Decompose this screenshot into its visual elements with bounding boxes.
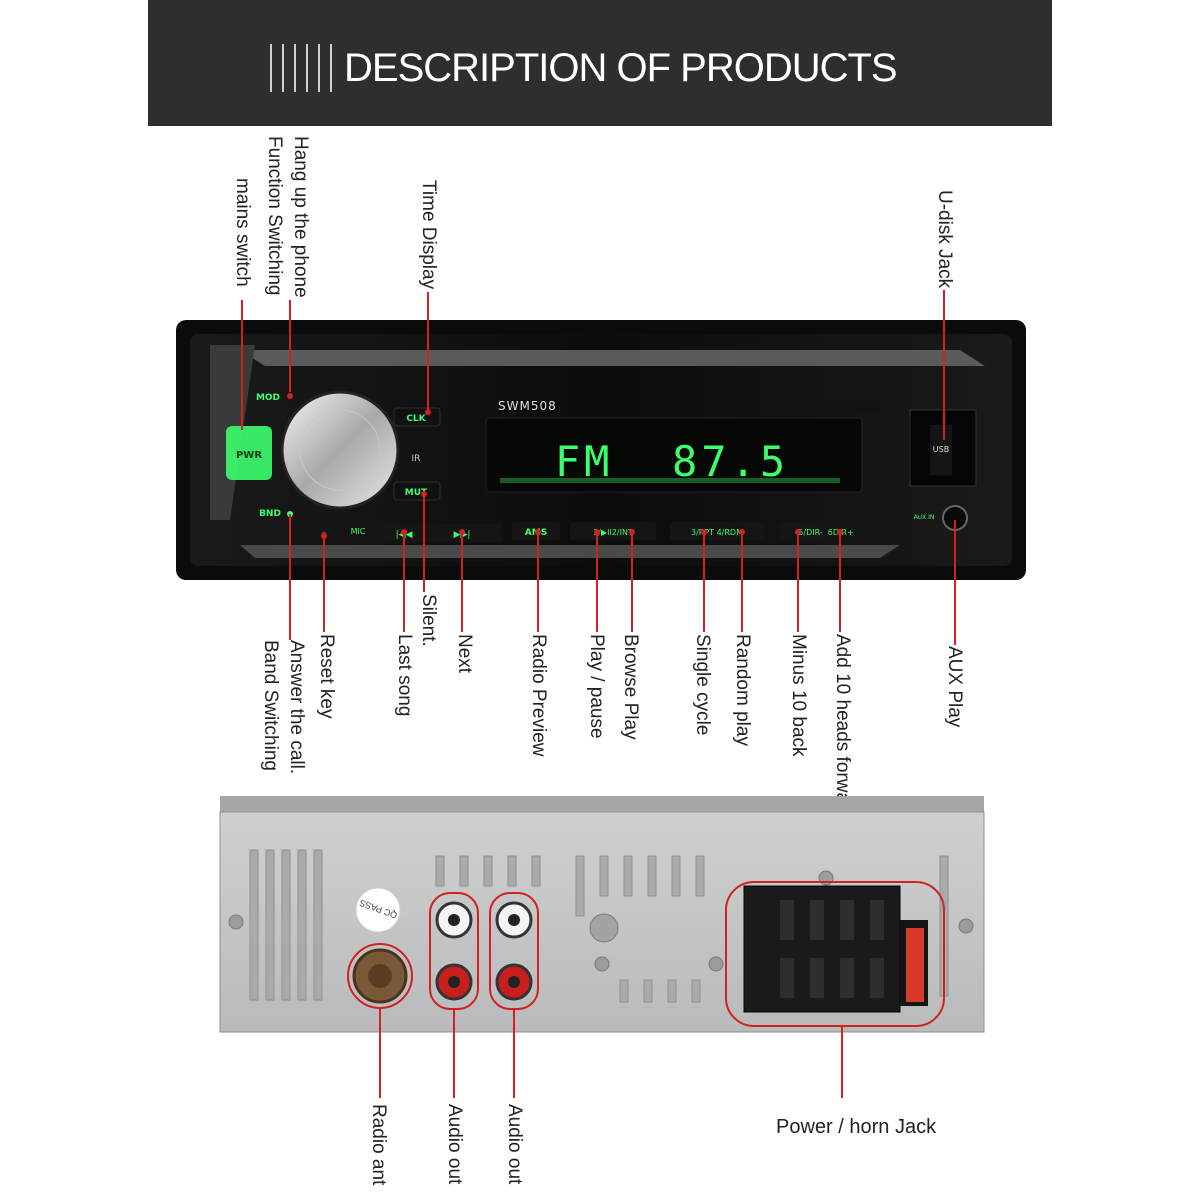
display-readout: FM 87.5 — [555, 437, 789, 486]
label-last-song: Last song — [394, 634, 415, 717]
label-band-switching: Band Switching — [260, 640, 281, 771]
callout-dots — [321, 409, 843, 539]
label-function-switching: Function Switching — [264, 136, 285, 296]
label-reset-key: Reset key — [316, 634, 337, 719]
mod-label[interactable]: MOD — [256, 393, 280, 403]
label-silent: Silent. — [418, 594, 439, 647]
mute-button[interactable] — [393, 481, 441, 501]
label-radio-ant: Radio ant — [368, 1104, 389, 1186]
label-audio-out-2: Audio out — [504, 1104, 525, 1185]
front-panel: PWR MOD BND CLK IR MUT SWM508 FM 87.5 US… — [176, 320, 1026, 580]
label-next: Next — [454, 634, 475, 674]
rear-callouts — [379, 1008, 843, 1098]
rpt-label: 3/RPT 4/RDM — [691, 528, 743, 537]
bnd-label[interactable]: BND — [259, 509, 281, 519]
ir-label: IR — [412, 454, 421, 464]
clk-label: CLK — [406, 414, 426, 424]
label-time-display: Time Display — [418, 180, 439, 290]
volume-knob[interactable] — [280, 390, 400, 510]
rear-panel: QC PASS — [219, 796, 985, 1033]
usb-label: USB — [933, 445, 949, 454]
mut-label: MUT — [405, 488, 428, 498]
label-single-cycle: Single cycle — [692, 634, 713, 736]
label-udisk-jack: U-disk Jack — [934, 190, 955, 289]
label-browse-play: Browse Play — [620, 634, 641, 740]
label-mains-switch: mains switch — [232, 178, 253, 287]
label-answer-call: Answer the call. — [286, 640, 307, 775]
qc-sticker — [355, 887, 401, 933]
dir-button[interactable] — [780, 522, 880, 540]
phone-hangup-icon — [287, 393, 293, 399]
label-aux-play: AUX Play — [944, 646, 965, 728]
power-button[interactable] — [226, 426, 272, 480]
label-play-pause: Play / pause — [586, 634, 607, 739]
model-label: SWM508 — [498, 399, 557, 413]
label-audio-out-1: Audio out — [444, 1104, 465, 1185]
pwr-label: PWR — [236, 450, 262, 461]
label-random-play: Random play — [732, 634, 753, 746]
label-radio-preview: Radio Preview — [528, 634, 549, 757]
play-label: 1/▶II2/INT — [593, 528, 633, 537]
label-power-horn-jack: Power / horn Jack — [776, 1116, 937, 1138]
play-pause-button[interactable] — [570, 522, 656, 540]
lcd-display — [485, 417, 863, 493]
label-minus-10-back: Minus 10 back — [788, 634, 809, 757]
mic-label: MIC — [351, 527, 366, 536]
front-callouts — [241, 290, 956, 645]
decorative-bars — [270, 44, 332, 92]
aux-label: AUX IN — [914, 514, 935, 521]
page-title: DESCRIPTION OF PRODUCTS — [344, 46, 898, 90]
dir-label: 5/DIR- 6DIR+ — [798, 528, 853, 537]
header-banner: DESCRIPTION OF PRODUCTS — [148, 0, 1052, 126]
repeat-button[interactable] — [670, 522, 764, 540]
label-hang-up: Hang up the phone — [290, 136, 311, 298]
prev-button[interactable] — [382, 524, 502, 542]
label-add-10-heads: Add 10 heads forwa — [832, 634, 853, 796]
